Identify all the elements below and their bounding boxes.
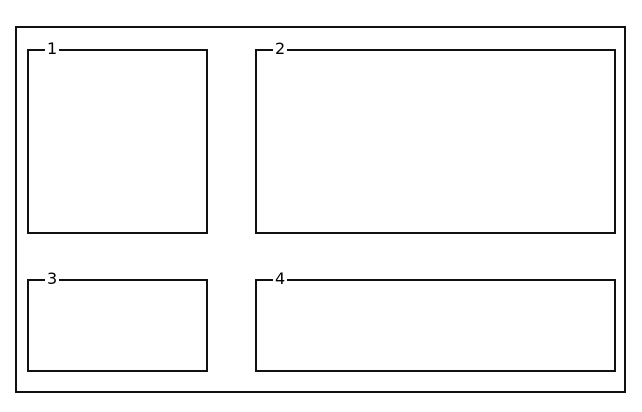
- panel-label: 2: [273, 39, 288, 58]
- panel-1: 1: [27, 40, 208, 234]
- panel-3: 3: [27, 270, 208, 372]
- panel-label: 4: [273, 269, 288, 288]
- panel-label: 1: [45, 39, 60, 58]
- panel-2: 2: [255, 40, 616, 234]
- panel-label: 3: [45, 269, 60, 288]
- panel-4: 4: [255, 270, 616, 372]
- outer-frame: [15, 26, 626, 393]
